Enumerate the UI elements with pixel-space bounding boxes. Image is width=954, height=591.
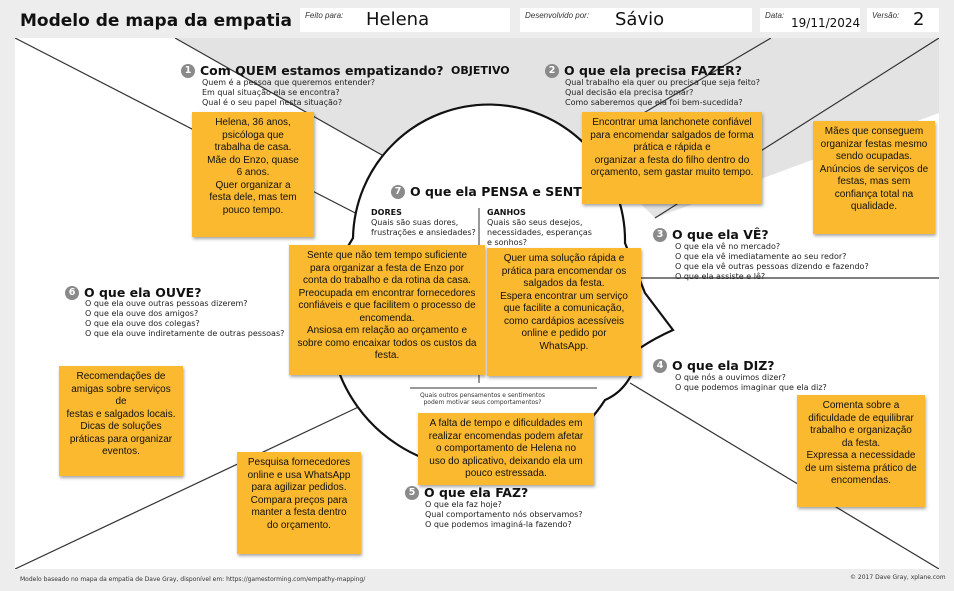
sticky-note-pains[interactable]: Sente que não tem tempo suficiente para …	[289, 245, 485, 375]
number-4-icon: 4	[653, 358, 667, 373]
pains-label: DORES	[371, 208, 402, 217]
version-field[interactable]: Versão: 2	[867, 8, 939, 32]
number-7-icon: 7	[391, 184, 405, 199]
number-2-icon: 2	[545, 63, 559, 78]
do-section-title: 2 O que ela precisa FAZER?	[545, 63, 742, 78]
other-thoughts-questions: Quais outros pensamentos e sentimentos p…	[420, 392, 545, 406]
objective-label: OBJETIVO	[451, 64, 510, 77]
see-section-title: 3 O que ela VÊ?	[653, 227, 769, 242]
do-title: O que ela precisa FAZER?	[564, 63, 742, 78]
pains-questions: Quais são suas dores, frustrações e ansi…	[371, 218, 476, 237]
who-questions: Quem é a pessoa que queremos entender? E…	[202, 78, 375, 107]
say-title: O que ela DIZ?	[672, 358, 775, 373]
number-6-icon: 6	[65, 285, 79, 300]
say-section-title: 4 O que ela DIZ?	[653, 358, 775, 373]
made-for-field[interactable]: Feito para: Helena	[300, 8, 510, 32]
hear-section-title: 6 O que ela OUVE?	[65, 285, 201, 300]
does-questions: O que ela faz hoje? Qual comportamento n…	[425, 500, 583, 529]
see-questions: O que ela vê no mercado? O que ela vê im…	[675, 242, 869, 281]
think-section-title: 7 O que ela PENSA e SENTE?	[391, 184, 598, 199]
footer-copyright: © 2017 Dave Gray, xplane.com	[850, 574, 946, 581]
made-for-label: Feito para:	[305, 11, 344, 20]
gains-label: GANHOS	[487, 208, 526, 217]
number-5-icon: 5	[405, 485, 419, 500]
who-section-title: 1 Com QUEM estamos empatizando?	[181, 63, 444, 78]
date-field[interactable]: Data: 19/11/2024	[760, 8, 860, 32]
sticky-note-hear[interactable]: Recomendações de amigas sobre serviços d…	[59, 366, 183, 476]
version-label: Versão:	[872, 11, 900, 20]
does-title: O que ela FAZ?	[424, 485, 529, 500]
sticky-note-other-thoughts[interactable]: A falta de tempo e dificuldades em reali…	[418, 413, 594, 485]
number-3-icon: 3	[653, 227, 667, 242]
developed-by-value: Sávio	[615, 9, 665, 30]
sticky-note-say[interactable]: Comenta sobre a dificuldade de equilibra…	[797, 395, 925, 507]
version-value: 2	[913, 9, 925, 30]
empathy-map-board: OBJETIVO 1 Com QUEM estamos empatizando?…	[15, 38, 939, 569]
sticky-note-who[interactable]: Helena, 36 anos, psicóloga que trabalha …	[192, 112, 314, 237]
see-title: O que ela VÊ?	[672, 227, 769, 242]
date-value: 19/11/2024	[791, 16, 861, 30]
date-label: Data:	[765, 11, 785, 20]
say-questions: O que nós a ouvimos dizer? O que podemos…	[675, 373, 827, 392]
number-1-icon: 1	[181, 63, 195, 78]
sticky-note-does[interactable]: Pesquisa fornecedores online e usa Whats…	[237, 452, 361, 554]
who-title: Com QUEM estamos empatizando?	[200, 63, 444, 78]
do-questions: Qual trabalho ela quer ou precisa que se…	[565, 78, 761, 107]
developed-by-field[interactable]: Desenvolvido por: Sávio	[520, 8, 752, 32]
think-title: O que ela PENSA e SENTE?	[410, 184, 598, 199]
hear-title: O que ela OUVE?	[84, 285, 202, 300]
sticky-note-gains[interactable]: Quer uma solução rápida e prática para e…	[487, 248, 641, 376]
developed-by-label: Desenvolvido por:	[525, 11, 590, 20]
footer-credit: Modelo baseado no mapa da empatia de Dav…	[20, 576, 366, 583]
sticky-note-do[interactable]: Encontrar uma lanchonete confiável para …	[582, 112, 762, 204]
hear-questions: O que ela ouve outras pessoas dizerem? O…	[85, 299, 285, 338]
does-section-title: 5 O que ela FAZ?	[405, 485, 528, 500]
sticky-note-see[interactable]: Mães que conseguem organizar festas mesm…	[813, 121, 935, 234]
made-for-value: Helena	[366, 9, 430, 30]
gains-questions: Quais são seus desejos, necessidades, es…	[487, 218, 592, 247]
page-title: Modelo de mapa da empatia	[20, 11, 292, 31]
